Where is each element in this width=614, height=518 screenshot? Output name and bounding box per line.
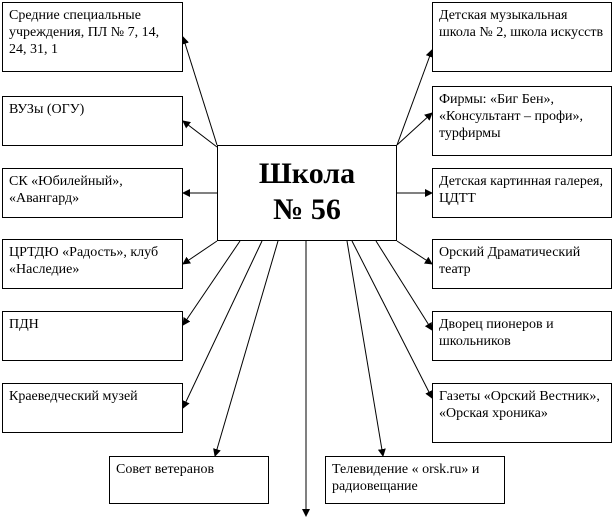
arrow-to-theater xyxy=(396,240,433,265)
arrow-to-firms xyxy=(396,112,433,146)
right-box-newspapers-label: Газеты «Орский Вестник», «Орская хроника… xyxy=(439,389,600,421)
right-box-pioneers-palace: Дворец пионеров и школьников xyxy=(432,311,612,361)
left-box-vocational: Средние специальные учреждения, ПЛ № 7, … xyxy=(2,2,183,72)
right-box-gallery: Детская картинная галерея, ЦДТТ xyxy=(432,168,612,218)
left-box-universities-label: ВУЗы (ОГУ) xyxy=(9,102,85,117)
left-box-pdn-label: ПДН xyxy=(9,317,39,332)
bottom-box-television-label: Телевидение « orsk.ru» и радиовещание xyxy=(332,462,480,494)
left-box-sports-complex: СК «Юбилейный», «Авангард» xyxy=(2,168,183,218)
arrow-to-youth-center xyxy=(182,240,218,265)
arrow-to-pdn xyxy=(182,240,241,326)
left-box-sports-complex-label: СК «Юбилейный», «Авангард» xyxy=(9,174,123,206)
left-box-museum-label: Краеведческий музей xyxy=(9,389,138,404)
arrow-to-television xyxy=(346,240,386,457)
right-box-music-school: Детская музыкальная школа № 2, школа иск… xyxy=(432,2,612,72)
arrow-to-universities xyxy=(182,120,218,148)
right-box-pioneers-palace-label: Дворец пионеров и школьников xyxy=(439,317,554,349)
right-box-firms-label: Фирмы: «Биг Бен», «Консультант – профи»,… xyxy=(439,92,584,141)
arrow-to-museum xyxy=(182,240,263,409)
bottom-box-veterans: Совет ветеранов xyxy=(109,456,269,504)
left-box-vocational-label: Средние специальные учреждения, ПЛ № 7, … xyxy=(9,8,160,57)
left-box-youth-center-label: ЦРТДЮ «Радость», клуб «Наследие» xyxy=(9,245,159,277)
left-box-youth-center: ЦРТДЮ «Радость», клуб «Наследие» xyxy=(2,239,183,289)
center-school-label: Школа № 56 xyxy=(258,157,356,226)
arrow-to-pioneers-palace xyxy=(375,240,433,331)
center-school-box: Школа № 56 xyxy=(217,145,397,241)
arrow-to-veterans xyxy=(213,240,279,457)
arrow-to-music-school xyxy=(396,49,434,146)
right-box-newspapers: Газеты «Орский Вестник», «Орская хроника… xyxy=(432,383,612,443)
bottom-box-television: Телевидение « orsk.ru» и радиовещание xyxy=(325,456,505,504)
arrow-to-vocational xyxy=(181,36,218,146)
left-box-pdn: ПДН xyxy=(2,311,183,361)
right-box-gallery-label: Детская картинная галерея, ЦДТТ xyxy=(439,174,603,206)
right-box-theater-label: Орский Драматический театр xyxy=(439,245,581,277)
left-box-museum: Краеведческий музей xyxy=(2,383,183,433)
left-box-universities: ВУЗы (ОГУ) xyxy=(2,96,183,146)
arrow-to-newspapers xyxy=(351,240,433,399)
bottom-box-veterans-label: Совет ветеранов xyxy=(116,462,215,477)
right-box-music-school-label: Детская музыкальная школа № 2, школа иск… xyxy=(439,8,604,40)
right-box-firms: Фирмы: «Биг Бен», «Консультант – профи»,… xyxy=(432,86,612,156)
right-box-theater: Орский Драматический театр xyxy=(432,239,612,289)
